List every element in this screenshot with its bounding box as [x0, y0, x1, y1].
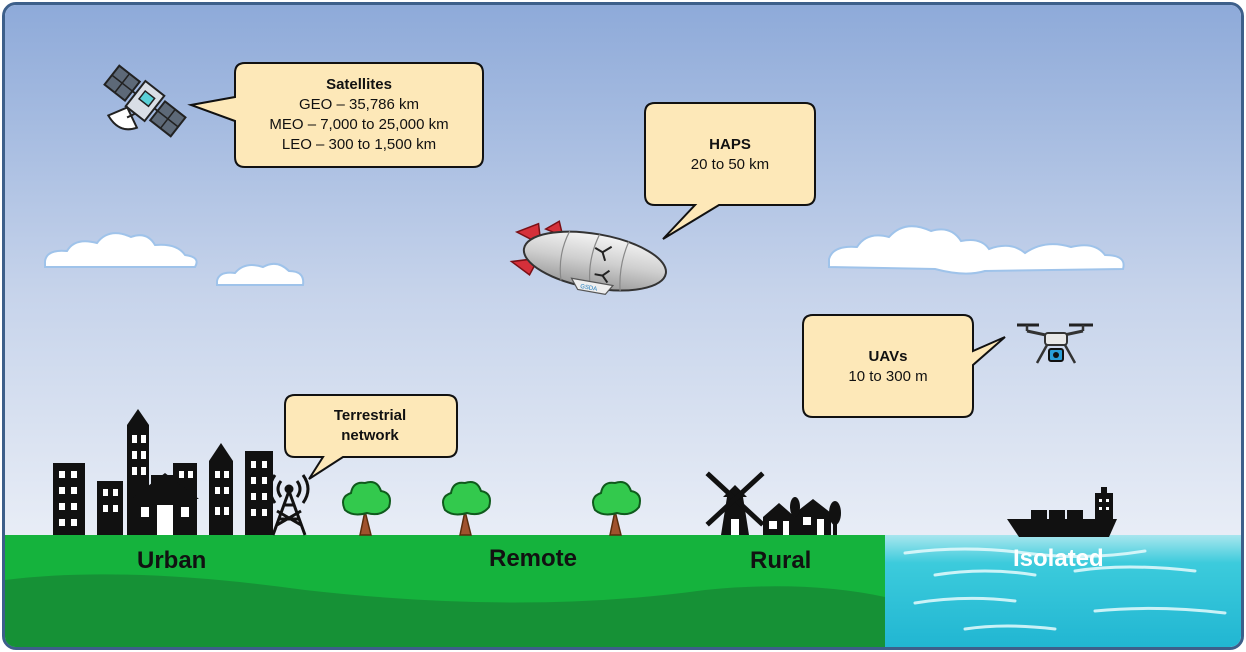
sea — [885, 535, 1241, 647]
cloud-left — [44, 232, 198, 268]
windmill-icon — [705, 471, 765, 535]
tree-icon — [342, 481, 391, 536]
houses-icon — [763, 497, 841, 535]
satellite-icon — [103, 64, 187, 138]
cloud-right — [828, 225, 1125, 275]
cargo-ship-icon — [1007, 487, 1117, 537]
satellites-callout-text: Satellites GEO – 35,786 km MEO – 7,000 t… — [237, 75, 481, 155]
haps-altitude: 20 to 50 km — [690, 156, 770, 173]
region-label-urban: Urban — [137, 547, 207, 574]
uavs-callout-text: UAVs 10 to 300 m — [805, 347, 971, 387]
terrestrial-title: Terrestrial network — [333, 407, 407, 444]
cloud-small — [216, 262, 305, 286]
svg-text:GSDA: GSDA — [580, 284, 598, 293]
callout-haps — [644, 102, 816, 240]
tree-icon — [592, 481, 641, 536]
terrestrial-callout-text: Terrestrial network — [311, 406, 429, 446]
satellites-leo-line: LEO – 300 to 1,500 km — [281, 136, 437, 153]
haps-title: HAPS — [709, 136, 751, 153]
uav-drone-icon — [1017, 323, 1093, 364]
uavs-title: UAVs — [868, 348, 908, 365]
callout-satellites — [187, 62, 484, 168]
tree-icon — [442, 481, 491, 536]
sea-waves — [903, 547, 1227, 631]
callout-uavs — [802, 314, 1006, 418]
cell-tower-icon — [268, 474, 310, 536]
city-windows — [59, 435, 267, 535]
region-label-isolated: Isolated — [1013, 545, 1104, 572]
satellites-title: Satellites — [326, 76, 392, 93]
satellites-meo-line: MEO – 7,000 to 25,000 km — [269, 116, 449, 133]
region-label-remote: Remote — [489, 545, 578, 572]
land-shadow — [5, 574, 885, 647]
uavs-altitude: 10 to 300 m — [848, 368, 928, 385]
haps-airship-icon: GSDA — [509, 220, 667, 295]
callout-terrestrial — [284, 394, 458, 480]
haps-callout-text: HAPS 20 to 50 km — [647, 135, 813, 175]
satellites-geo-line: GEO – 35,786 km — [298, 96, 420, 113]
region-label-rural: Rural — [750, 547, 812, 574]
ntn-scene: GSDA — [5, 5, 1241, 647]
